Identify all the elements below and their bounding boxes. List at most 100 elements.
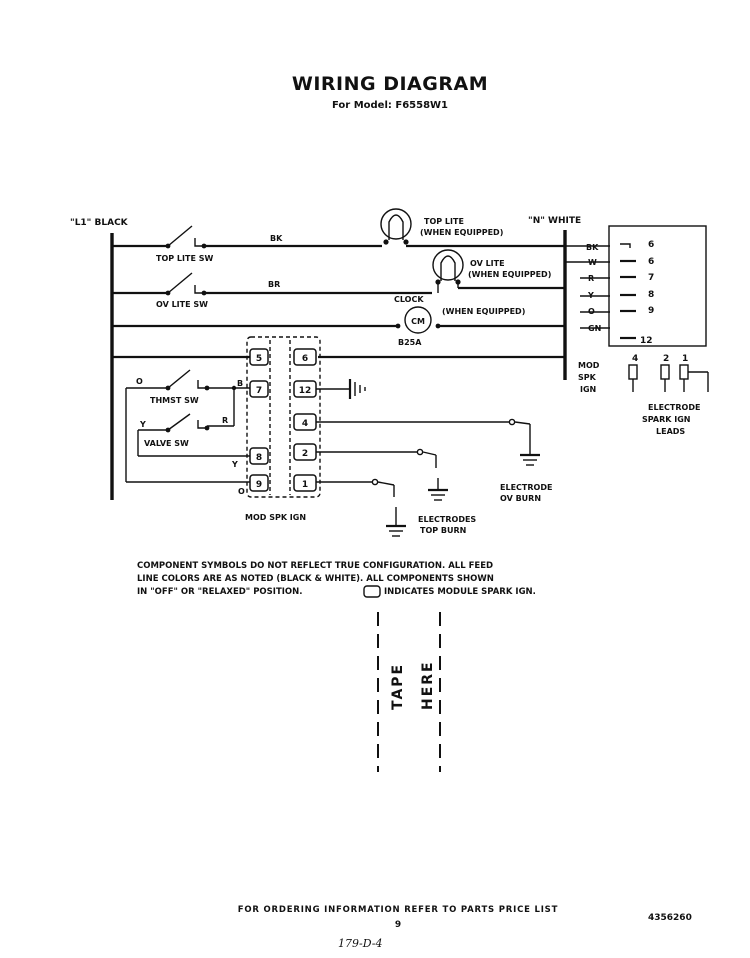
svg-text:7: 7 bbox=[648, 273, 654, 283]
handwritten-code: 179-D-4 bbox=[338, 937, 382, 950]
svg-text:Y: Y bbox=[139, 420, 146, 429]
note-line-1: COMPONENT SYMBOLS DO NOT REFLECT TRUE CO… bbox=[137, 561, 493, 571]
top-lite-switch-label: TOP LITE SW bbox=[156, 254, 213, 263]
top-lite-lamp-icon bbox=[380, 208, 412, 245]
clock-motor-icon bbox=[404, 306, 432, 334]
l1-rail-label: "L1" BLACK bbox=[70, 218, 129, 228]
top-lite-equipped-label: (WHEN EQUIPPED) bbox=[420, 228, 503, 237]
tape-word: TAPE bbox=[390, 663, 406, 710]
page-number: 9 bbox=[395, 920, 401, 930]
svg-text:W: W bbox=[588, 258, 597, 267]
row-top-lite: BK TOP LITE SW TOP LITE (WHEN EQUIPPED) bbox=[112, 208, 565, 263]
diagram-subtitle: For Model: F6558W1 bbox=[332, 100, 448, 111]
ordering-info: FOR ORDERING INFORMATION REFER TO PARTS … bbox=[238, 905, 558, 915]
terminal-2-to-top-electrode bbox=[316, 448, 448, 501]
spark-lead-1: 1 bbox=[679, 354, 709, 392]
svg-text:7: 7 bbox=[256, 386, 262, 396]
top-electrodes-label-2: TOP BURN bbox=[420, 526, 466, 535]
svg-text:12: 12 bbox=[640, 336, 653, 346]
terminal-4-to-ov-electrode: ELECTRODE OV BURN bbox=[316, 418, 552, 503]
terminal-12-ground bbox=[316, 379, 366, 399]
svg-text:4: 4 bbox=[632, 354, 638, 364]
svg-text:O: O bbox=[238, 487, 245, 496]
spark-lead-4: 4 bbox=[628, 354, 638, 392]
clock-label: CLOCK bbox=[394, 295, 424, 304]
module-terminal-2: 2 bbox=[293, 443, 317, 461]
ov-lite-lamp-icon bbox=[432, 249, 464, 285]
note-line-2: LINE COLORS ARE AS NOTED (BLACK & WHITE)… bbox=[137, 574, 494, 584]
module-terminal-6: 6 bbox=[293, 348, 317, 366]
ov-lite-equipped-label: (WHEN EQUIPPED) bbox=[468, 270, 551, 279]
ov-lite-label: OV LITE bbox=[470, 259, 505, 268]
svg-text:BK: BK bbox=[586, 243, 599, 252]
module-terminal-9: 9 bbox=[249, 474, 269, 492]
diagram-notes: COMPONENT SYMBOLS DO NOT REFLECT TRUE CO… bbox=[137, 561, 536, 598]
connector-side-label-3: IGN bbox=[580, 385, 596, 394]
module-terminal-5: 5 bbox=[249, 348, 269, 366]
svg-text:8: 8 bbox=[256, 453, 262, 463]
svg-text:2: 2 bbox=[302, 449, 308, 459]
note-line-3a: IN "OFF" OR "RELAXED" POSITION. bbox=[137, 587, 302, 597]
valve-switch-circuit: Y VALVE SW Y O bbox=[126, 413, 250, 496]
svg-text:O: O bbox=[136, 377, 143, 386]
svg-text:8: 8 bbox=[648, 290, 654, 300]
svg-text:CM: CM bbox=[411, 317, 425, 326]
svg-text:1: 1 bbox=[302, 480, 308, 490]
module-terminal-7: 7 bbox=[249, 380, 269, 398]
connector-row-r: R 7 bbox=[580, 273, 654, 283]
valve-switch-blade bbox=[167, 413, 191, 431]
row-ov-lite: BR OV LITE SW OV LITE (WHEN EQUIPPED) bbox=[112, 249, 565, 309]
n-rail-label: "N" WHITE bbox=[528, 216, 581, 226]
module-terminal-4: 4 bbox=[293, 413, 317, 431]
row-clock: CM CLOCK (WHEN EQUIPPED) B25A bbox=[112, 295, 565, 347]
module-terminal-8: 8 bbox=[249, 447, 269, 465]
thmst-switch-label: THMST SW bbox=[150, 396, 199, 405]
clock-fuse-label: B25A bbox=[398, 338, 422, 347]
svg-text:1: 1 bbox=[682, 354, 688, 364]
top-lite-label: TOP LITE bbox=[424, 217, 464, 226]
svg-text:5: 5 bbox=[256, 354, 262, 364]
mod-spk-ign-module: MOD SPK IGN bbox=[245, 336, 321, 522]
svg-text:12: 12 bbox=[299, 386, 312, 396]
connector-row-w: W 6 bbox=[565, 257, 654, 267]
svg-text:R: R bbox=[222, 416, 228, 425]
ov-electrode-label-2: OV BURN bbox=[500, 494, 541, 503]
module-terminal-12: 12 bbox=[293, 380, 317, 398]
svg-text:Y: Y bbox=[587, 291, 594, 300]
tape-here-area: TAPE HERE bbox=[377, 612, 441, 772]
svg-text:Y: Y bbox=[231, 460, 238, 469]
clock-equipped-label: (WHEN EQUIPPED) bbox=[442, 307, 525, 316]
connector-row-y: Y 8 bbox=[580, 290, 654, 300]
spark-leads-label-3: LEADS bbox=[656, 427, 685, 436]
svg-text:B: B bbox=[237, 379, 243, 388]
wire-color-bk: BK bbox=[270, 234, 283, 243]
module-symbol-icon bbox=[363, 585, 381, 598]
svg-text:9: 9 bbox=[256, 480, 262, 490]
svg-text:6: 6 bbox=[648, 240, 654, 250]
top-electrodes-label: ELECTRODES bbox=[418, 515, 476, 524]
thmst-switch-blade bbox=[167, 369, 191, 389]
spark-leads-label-2: SPARK IGN bbox=[642, 415, 690, 424]
ov-electrode-label: ELECTRODE bbox=[500, 483, 552, 492]
thermostat-switch-circuit: O B THMST SW R bbox=[125, 369, 250, 482]
connector-row-bk: BK 6 bbox=[565, 240, 654, 252]
module-terminal-1: 1 bbox=[293, 474, 317, 492]
terminal-1-to-top-electrode: ELECTRODES TOP BURN bbox=[316, 478, 476, 537]
connector-side-label-1: MOD bbox=[578, 361, 600, 370]
valve-switch-label: VALVE SW bbox=[144, 439, 189, 448]
svg-text:R: R bbox=[588, 274, 594, 283]
svg-text:GN: GN bbox=[588, 324, 601, 333]
svg-text:6: 6 bbox=[302, 354, 308, 364]
svg-text:O: O bbox=[588, 307, 595, 316]
top-lite-switch-blade bbox=[167, 225, 193, 247]
mod-spk-ign-label: MOD SPK IGN bbox=[245, 513, 306, 522]
part-number: 4356260 bbox=[648, 913, 692, 923]
diagram-title: WIRING DIAGRAM bbox=[292, 73, 488, 95]
connector-row-o: O 9 bbox=[580, 306, 654, 316]
svg-text:6: 6 bbox=[648, 257, 654, 267]
svg-text:4: 4 bbox=[302, 419, 308, 429]
svg-text:9: 9 bbox=[648, 306, 654, 316]
wire-color-br: BR bbox=[268, 280, 280, 289]
